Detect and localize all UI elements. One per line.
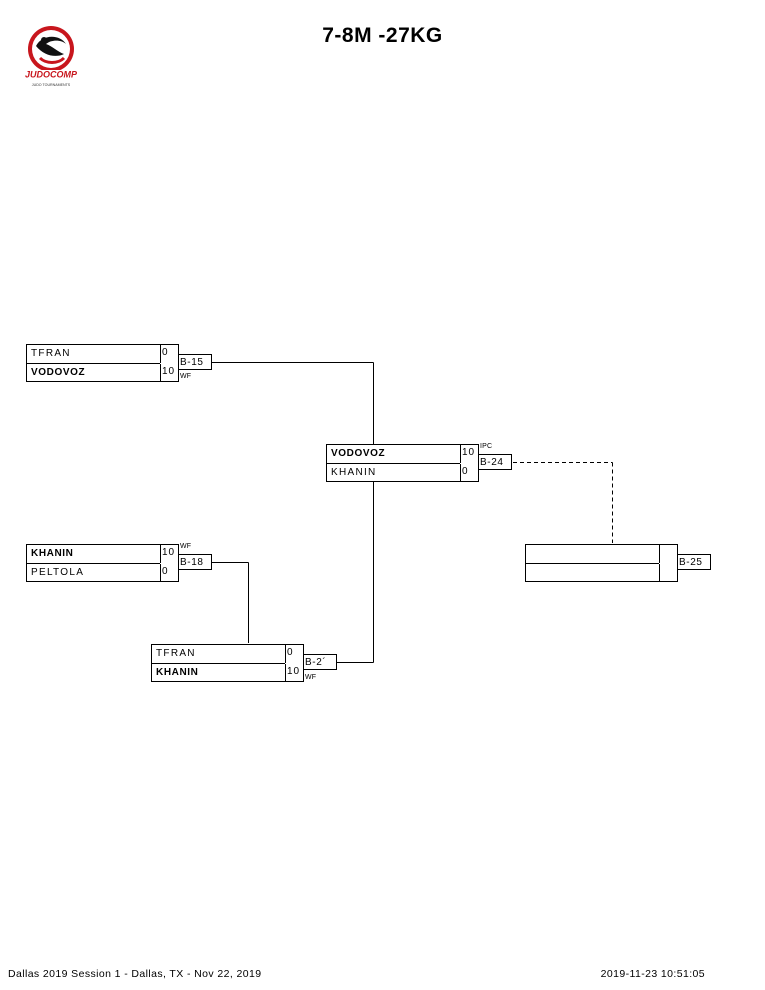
- competitor-row: KHANIN: [152, 664, 285, 682]
- competitor-score: [659, 564, 679, 582]
- match-b21: TFRAN 0 KHANIN 10: [151, 644, 304, 682]
- winner-name: VODOVOZ: [31, 367, 86, 378]
- match-tag-b24: B-24: [478, 454, 512, 470]
- winner-name: KHANIN: [156, 667, 199, 678]
- competitor-row: TFRAN: [152, 645, 285, 664]
- competitor-row: PELTOLA: [27, 564, 160, 582]
- match-tag-b25: B-25: [677, 554, 711, 570]
- competitor-row: VODOVOZ: [327, 445, 460, 464]
- svg-text:JUDO TOURNAMENTS: JUDO TOURNAMENTS: [32, 83, 71, 87]
- competitor-row: [526, 564, 659, 582]
- winner-name: VODOVOZ: [331, 448, 386, 459]
- competitor-score: 0: [160, 345, 180, 363]
- competitor-name: PELTOLA: [31, 567, 85, 578]
- competitor-name: TFRAN: [156, 648, 196, 659]
- footer-event-info: Dallas 2019 Session 1 - Dallas, TX - Nov…: [8, 968, 262, 980]
- match-b24: VODOVOZ 10 KHANIN 0: [326, 444, 479, 482]
- competitor-row: KHANIN: [327, 464, 460, 482]
- competitor-score: [659, 545, 679, 563]
- competitor-row: [526, 545, 659, 564]
- match-tag-b18: B-18: [178, 554, 212, 570]
- match-b15: TFRAN 0 VODOVOZ 10: [26, 344, 179, 382]
- match-b25: [525, 544, 678, 582]
- win-method-note: WF: [180, 543, 192, 550]
- win-method-note: WF: [180, 373, 192, 380]
- page-title: 7-8M -27KG: [322, 24, 443, 47]
- competitor-score: 10: [285, 664, 305, 682]
- winner-name: KHANIN: [31, 548, 74, 559]
- competitor-score: 0: [160, 564, 180, 582]
- competitor-score: 10: [460, 445, 480, 463]
- competitor-score: 0: [460, 464, 480, 482]
- match-tag-b15: B-15: [178, 354, 212, 370]
- competitor-row: KHANIN: [27, 545, 160, 564]
- competitor-row: TFRAN: [27, 345, 160, 364]
- match-b18: KHANIN 10 PELTOLA 0: [26, 544, 179, 582]
- competitor-score: 10: [160, 545, 180, 563]
- win-method-note: IPC: [480, 443, 493, 450]
- competitor-name: KHANIN: [331, 467, 377, 478]
- competitor-score: 10: [160, 364, 180, 382]
- competitor-name: TFRAN: [31, 348, 71, 359]
- judocomp-logo: JUDOCOMP JUDO TOURNAMENTS: [22, 24, 80, 90]
- win-method-note: WF: [305, 674, 317, 681]
- match-tag-b21: B-2´: [303, 654, 337, 670]
- competitor-row: VODOVOZ: [27, 364, 160, 382]
- footer-timestamp: 2019-11-23 10:51:05: [600, 968, 705, 980]
- competitor-score: 0: [285, 645, 305, 663]
- svg-text:JUDOCOMP: JUDOCOMP: [25, 70, 78, 80]
